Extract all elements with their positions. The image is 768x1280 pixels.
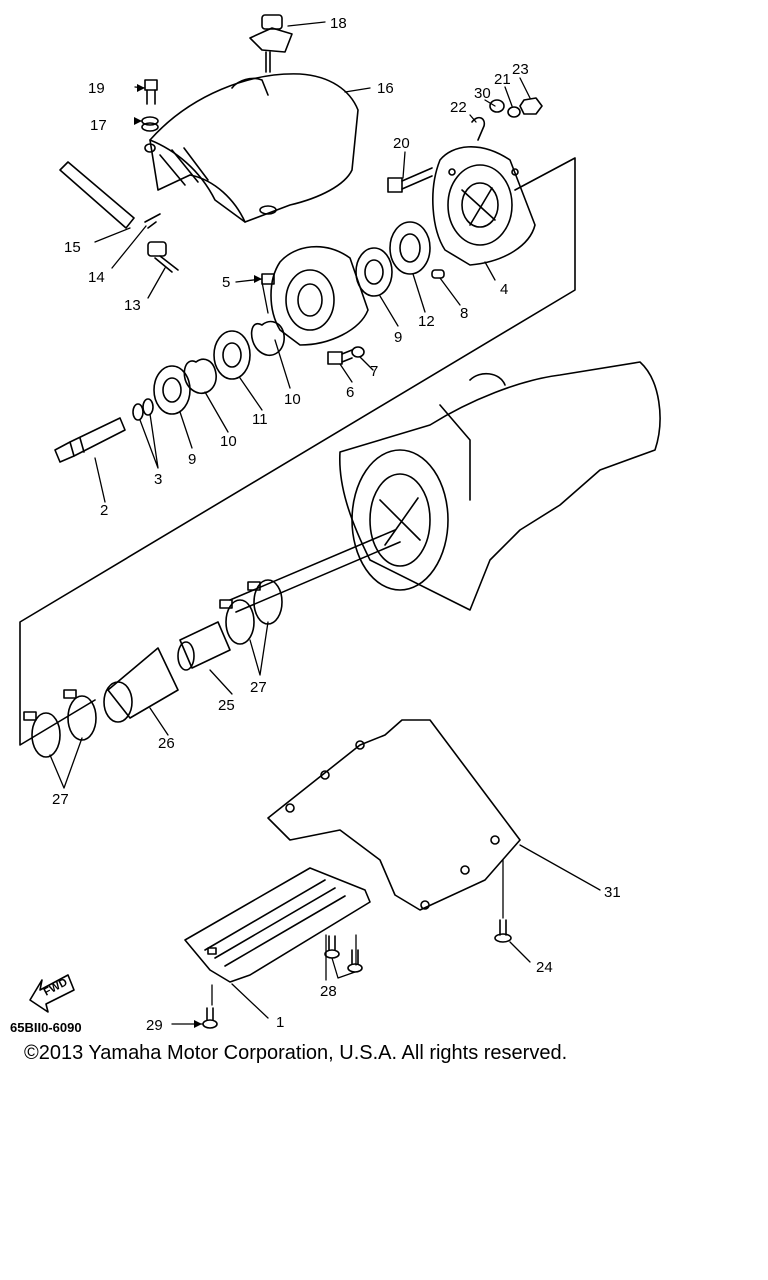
part-1-intake-grate	[184, 867, 371, 983]
fwd-label: FWD	[42, 976, 70, 998]
part-18-sensor	[249, 14, 293, 73]
callout-18: 18	[330, 15, 347, 32]
callout-15: 15	[64, 239, 81, 256]
part-10-circlip-upper	[250, 320, 285, 356]
fwd-arrow-icon	[29, 974, 75, 1013]
part-6-bolt	[327, 349, 353, 365]
part-22-clip	[471, 116, 486, 141]
callout-4: 4	[500, 281, 508, 298]
part-9-bearing-upper	[355, 247, 393, 297]
callout-27-upper: 27	[250, 679, 267, 696]
diagram-part-code: 65BII0-6090	[10, 1020, 82, 1035]
callout-13: 13	[124, 297, 141, 314]
part-19-bolt	[144, 79, 158, 105]
callout-21: 21	[494, 71, 511, 88]
callout-23: 23	[512, 61, 529, 78]
callout-25: 25	[218, 697, 235, 714]
callout-24: 24	[536, 959, 553, 976]
callout-10-upper: 10	[284, 391, 301, 408]
part-3-oring-a	[132, 403, 144, 421]
callout-6: 6	[346, 384, 354, 401]
part-27-clamp-d	[23, 711, 61, 758]
callout-16: 16	[377, 80, 394, 97]
part-4-housing-plate	[432, 146, 536, 266]
part-30-washer	[489, 99, 505, 113]
part-21-washer	[507, 106, 521, 118]
copyright-notice: ©2013 Yamaha Motor Corporation, U.S.A. A…	[24, 1042, 568, 1064]
callout-19: 19	[88, 80, 105, 97]
callout-7: 7	[370, 363, 378, 380]
callout-28: 28	[320, 983, 337, 1000]
callout-12: 12	[418, 313, 435, 330]
part-28-screw-a	[324, 935, 340, 959]
callout-26: 26	[158, 735, 175, 752]
part-20-bolt	[387, 167, 433, 193]
callout-3: 3	[154, 471, 162, 488]
callout-1: 1	[276, 1014, 284, 1031]
part-13-fitting	[147, 241, 179, 273]
callout-22: 22	[450, 99, 467, 116]
part-3-oring-b	[142, 398, 154, 416]
callout-30: 30	[474, 85, 491, 102]
part-17-washer	[141, 116, 159, 132]
assembly-frame-outline	[19, 157, 576, 746]
part-24-screw	[494, 919, 512, 943]
part-29-screw	[202, 1007, 218, 1029]
leader-lines	[49, 21, 601, 1025]
part-2-shaft	[54, 417, 126, 463]
callout-9-upper: 9	[394, 329, 402, 346]
callout-9-lower: 9	[188, 451, 196, 468]
callout-31: 31	[604, 884, 621, 901]
part-11-bearing	[213, 330, 251, 380]
part-8-pin	[431, 269, 445, 279]
pump-housing-casting	[338, 361, 661, 611]
callout-20: 20	[393, 135, 410, 152]
part-9-bearing-lower	[153, 365, 191, 415]
part-15-cable	[59, 161, 135, 229]
callout-5: 5	[222, 274, 230, 291]
part-31-bracket	[267, 719, 521, 911]
callout-14: 14	[88, 269, 105, 286]
callout-17: 17	[90, 117, 107, 134]
part-25-spacer	[177, 621, 231, 671]
part-7-washer	[351, 346, 365, 358]
callout-29: 29	[146, 1017, 163, 1034]
callout-10-lower: 10	[220, 433, 237, 450]
callout-8: 8	[460, 305, 468, 322]
part-16-cover	[144, 73, 359, 223]
exploded-parts-diagram: FWD 65BII0-6090 1 2 3 4 5 6 7 8 9 9 10 1…	[10, 14, 661, 1035]
part-27-clamp-c	[63, 689, 97, 741]
part-23-nut	[519, 97, 543, 115]
part-28-screw-b	[347, 949, 363, 973]
part-14-clip	[144, 213, 161, 229]
callout-27-lower: 27	[52, 791, 69, 808]
part-27-clamp-b	[219, 599, 255, 645]
callout-11: 11	[252, 411, 268, 428]
part-12-seal	[389, 221, 431, 275]
part-housing-cover	[270, 245, 369, 346]
callout-2: 2	[100, 502, 108, 519]
part-26-hose	[103, 647, 179, 723]
part-10-circlip-lower	[183, 358, 217, 394]
